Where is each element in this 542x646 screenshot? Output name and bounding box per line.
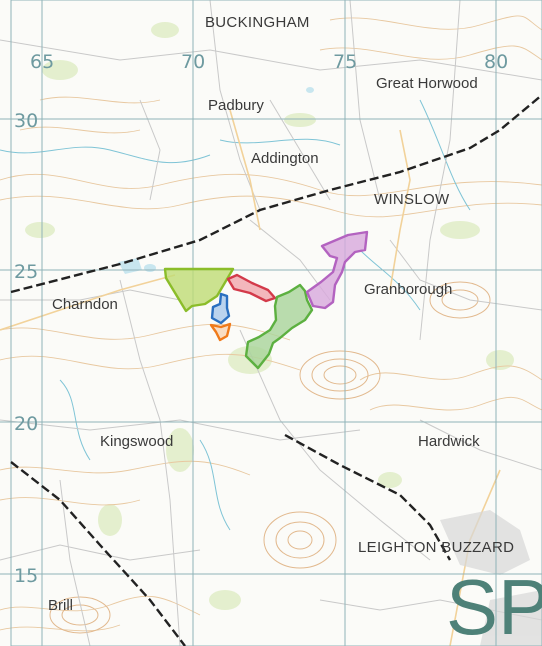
map-frame: [10, 0, 542, 646]
place-label-winslow: WINSLOW: [374, 191, 450, 208]
northing-label-15: 15: [14, 565, 38, 587]
place-label-charndon: Charndon: [52, 296, 118, 313]
railway-southwest: [10, 461, 186, 646]
place-label-buckingham: BUCKINGHAM: [205, 14, 310, 31]
northing-label-20: 20: [14, 413, 38, 435]
place-label-padbury: Padbury: [208, 97, 264, 114]
zone-blue[interactable]: [210, 292, 231, 325]
hill-contours: [49, 281, 491, 634]
place-label-hardwick: Hardwick: [418, 433, 480, 450]
zone-red[interactable]: [226, 273, 277, 303]
zone-orange[interactable]: [209, 322, 232, 342]
zone-purple[interactable]: [305, 230, 369, 310]
easting-label-70: 70: [181, 51, 205, 73]
zone-green[interactable]: [244, 283, 314, 370]
place-label-addington: Addington: [251, 150, 319, 167]
railway-southeast: [284, 433, 452, 561]
streams: [0, 99, 471, 531]
easting-label-75: 75: [333, 51, 357, 73]
sheet-code-label: SP: [446, 563, 542, 646]
place-label-great-horwood: Great Horwood: [376, 75, 478, 92]
grid-labels: 65 70 75 80 30 25 20 15: [14, 51, 508, 587]
easting-label-80: 80: [484, 51, 508, 73]
place-label-leighton-buzzard: LEIGHTON BUZZARD: [358, 539, 514, 556]
easting-label-65: 65: [30, 51, 54, 73]
highlight-zones: [163, 230, 369, 370]
zone-lime[interactable]: [163, 267, 235, 313]
northing-label-25: 25: [14, 261, 38, 283]
railway-lines: [10, 94, 542, 646]
place-labels: BUCKINGHAM Padbury Great Horwood Addingt…: [48, 14, 514, 614]
place-label-kingswood: Kingswood: [100, 433, 173, 450]
northing-label-30: 30: [14, 110, 38, 132]
place-label-brill: Brill: [48, 597, 73, 614]
place-label-granborough: Granborough: [364, 281, 452, 298]
